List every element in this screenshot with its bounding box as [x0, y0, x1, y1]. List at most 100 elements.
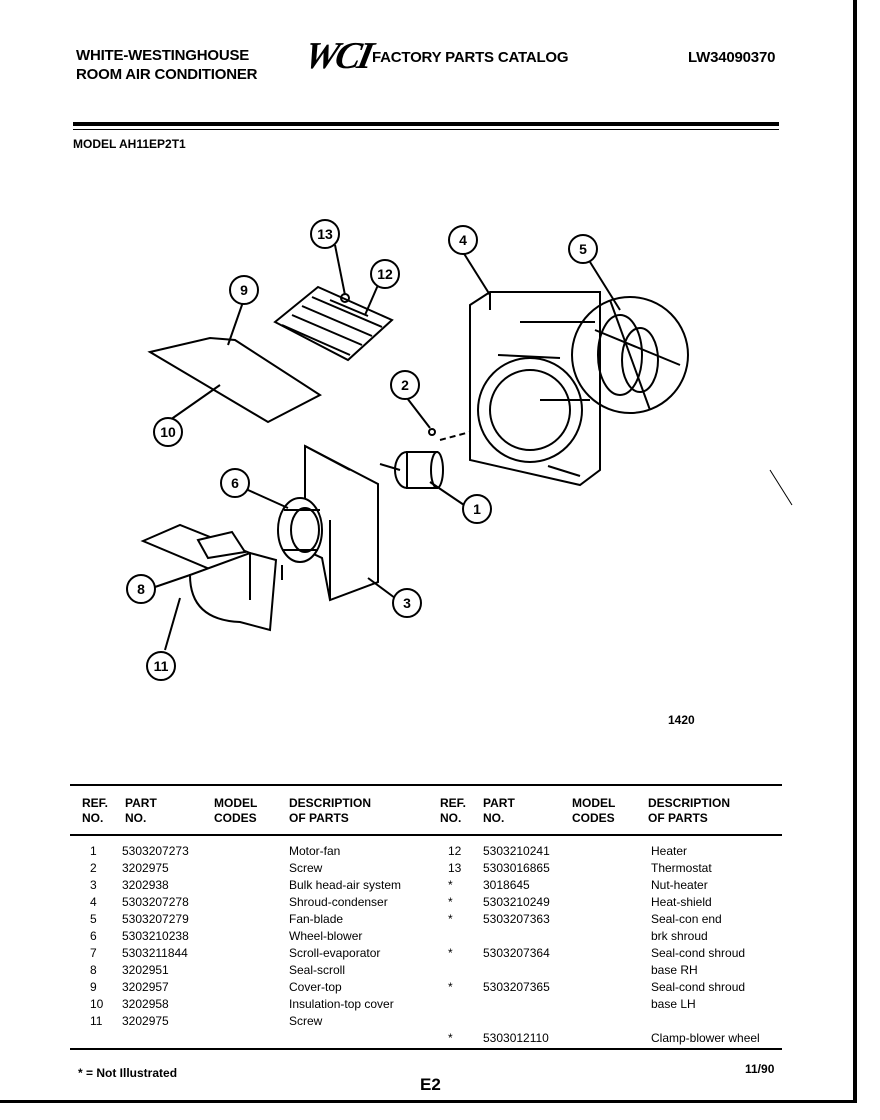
left-row-ref-cell: 5	[90, 912, 97, 926]
left-row-ref-cell: 9	[90, 980, 97, 994]
left-row-desc-cell: Screw	[289, 861, 323, 875]
right-row-part-cell: 5303207365	[483, 980, 550, 994]
svg-text:2: 2	[401, 377, 409, 393]
right-row-ref-cell: *	[448, 878, 453, 892]
svg-text:11: 11	[154, 658, 169, 674]
left-row-part-cell: 5303210238	[122, 929, 189, 943]
table-top-rule	[70, 784, 782, 786]
callout-5	[568, 234, 598, 264]
table-header-rule	[70, 834, 782, 836]
callout-2	[390, 370, 420, 400]
callout-10	[153, 417, 183, 447]
right-row-part-cell: 5303210249	[483, 895, 550, 909]
left-row-ref-cell: 4	[90, 895, 97, 909]
left-row-desc-cell: Screw	[289, 1014, 323, 1028]
left-row-ref-cell: 11	[90, 1014, 103, 1028]
right-row-part-cell: 5303012110	[483, 1031, 549, 1045]
left-row-part-cell: 3202958	[122, 997, 169, 1011]
part-motor-fan	[379, 431, 471, 489]
svg-text:4: 4	[459, 232, 467, 248]
revision-date: 11/90	[745, 1062, 775, 1076]
right-row-part-cell: 5303207364	[483, 946, 550, 960]
page-number: E2	[420, 1075, 441, 1094]
left-row-ref-cell: 8	[90, 963, 97, 977]
callout-8	[126, 574, 156, 604]
catalog-title: FACTORY PARTS CATALOG	[372, 49, 569, 66]
right-row-desc-cell: Clamp-blower wheel	[651, 1031, 760, 1045]
callout-9	[229, 275, 259, 305]
header-ref-left: REF.NO.	[82, 796, 109, 825]
brand-line-1: WHITE-WESTINGHOUSE	[76, 47, 250, 64]
left-row-ref-cell: 10	[90, 997, 104, 1011]
header-ref-right: REF.NO.	[440, 796, 467, 825]
left-row-ref-cell: 7	[90, 946, 97, 960]
callout-11	[146, 651, 176, 681]
part-condenser-shroud	[469, 291, 601, 487]
right-row-part-cell: 5303210241	[483, 844, 550, 858]
callout-13	[310, 219, 340, 249]
callout-6	[220, 468, 250, 498]
left-row-ref-cell: 1	[90, 844, 97, 858]
right-row-ref-cell: *	[448, 946, 453, 960]
header-rule-thin	[73, 129, 779, 130]
right-row-desc-cell: base LH	[651, 997, 696, 1011]
part-blower-wheel	[277, 497, 323, 563]
figure-number: 1420	[668, 713, 695, 727]
part-heater-assembly	[273, 285, 394, 362]
svg-text:10: 10	[160, 424, 176, 440]
right-row-desc-cell: Seal-cond shroud	[651, 980, 746, 994]
exploded-parts-diagram: 1 2 3 4 5 6 8 9 10 11 12 13	[126, 219, 793, 681]
part-screw	[428, 428, 436, 436]
left-row-part-cell: 3202957	[122, 980, 169, 994]
callout-3	[392, 588, 422, 618]
callout-1	[462, 494, 492, 524]
right-row-desc-cell: Thermostat	[651, 861, 712, 875]
left-row-part-cell: 3202975	[122, 861, 169, 875]
left-row-desc-cell: Fan-blade	[289, 912, 344, 926]
right-row-ref-cell: 12	[448, 844, 462, 858]
header-rule	[73, 122, 779, 126]
part-top-cover	[147, 336, 322, 424]
left-row-desc-cell: Scroll-evaporator	[289, 946, 381, 960]
right-row-desc-cell: Seal-cond shroud	[651, 946, 746, 960]
right-row-desc-cell: brk shroud	[651, 929, 708, 943]
right-row-desc-cell: Heat-shield	[651, 895, 712, 909]
right-row-ref-cell: *	[448, 895, 453, 909]
left-row-part-cell: 3202951	[122, 963, 169, 977]
left-row-desc-cell: Seal-scroll	[289, 963, 346, 977]
right-row-desc-cell: Seal-con end	[651, 912, 722, 926]
left-row-part-cell: 5303207278	[122, 895, 189, 909]
model-number: MODEL AH11EP2T1	[73, 137, 186, 151]
right-row-ref-cell: *	[448, 912, 453, 926]
callout-12	[370, 259, 400, 289]
not-illustrated-note: * = Not Illustrated	[78, 1066, 178, 1080]
svg-text:1: 1	[473, 501, 481, 517]
right-row-ref-cell: *	[448, 980, 453, 994]
svg-text:12: 12	[377, 266, 393, 282]
table-bottom-rule	[70, 1048, 782, 1050]
svg-text:8: 8	[137, 581, 145, 597]
left-row-desc-cell: Motor-fan	[289, 844, 341, 858]
left-row-ref-cell: 6	[90, 929, 97, 943]
svg-text:3: 3	[403, 595, 411, 611]
left-row-part-cell: 5303207273	[122, 844, 189, 858]
left-row-desc-cell: Shroud-condenser	[289, 895, 388, 909]
svg-text:5: 5	[579, 241, 587, 257]
left-row-desc-cell: Bulk head-air system	[289, 878, 402, 892]
right-row-desc-cell: Nut-heater	[651, 878, 708, 892]
brand-line-2: ROOM AIR CONDITIONER	[76, 66, 258, 83]
right-row-ref-cell: 13	[448, 861, 462, 875]
document-number: LW34090370	[688, 49, 776, 66]
left-row-desc-cell: Wheel-blower	[289, 929, 363, 943]
callout-4	[448, 225, 478, 255]
svg-text:6: 6	[231, 475, 239, 491]
left-row-desc-cell: Cover-top	[289, 980, 342, 994]
left-row-ref-cell: 3	[90, 878, 97, 892]
left-row-part-cell: 5303207279	[122, 912, 189, 926]
